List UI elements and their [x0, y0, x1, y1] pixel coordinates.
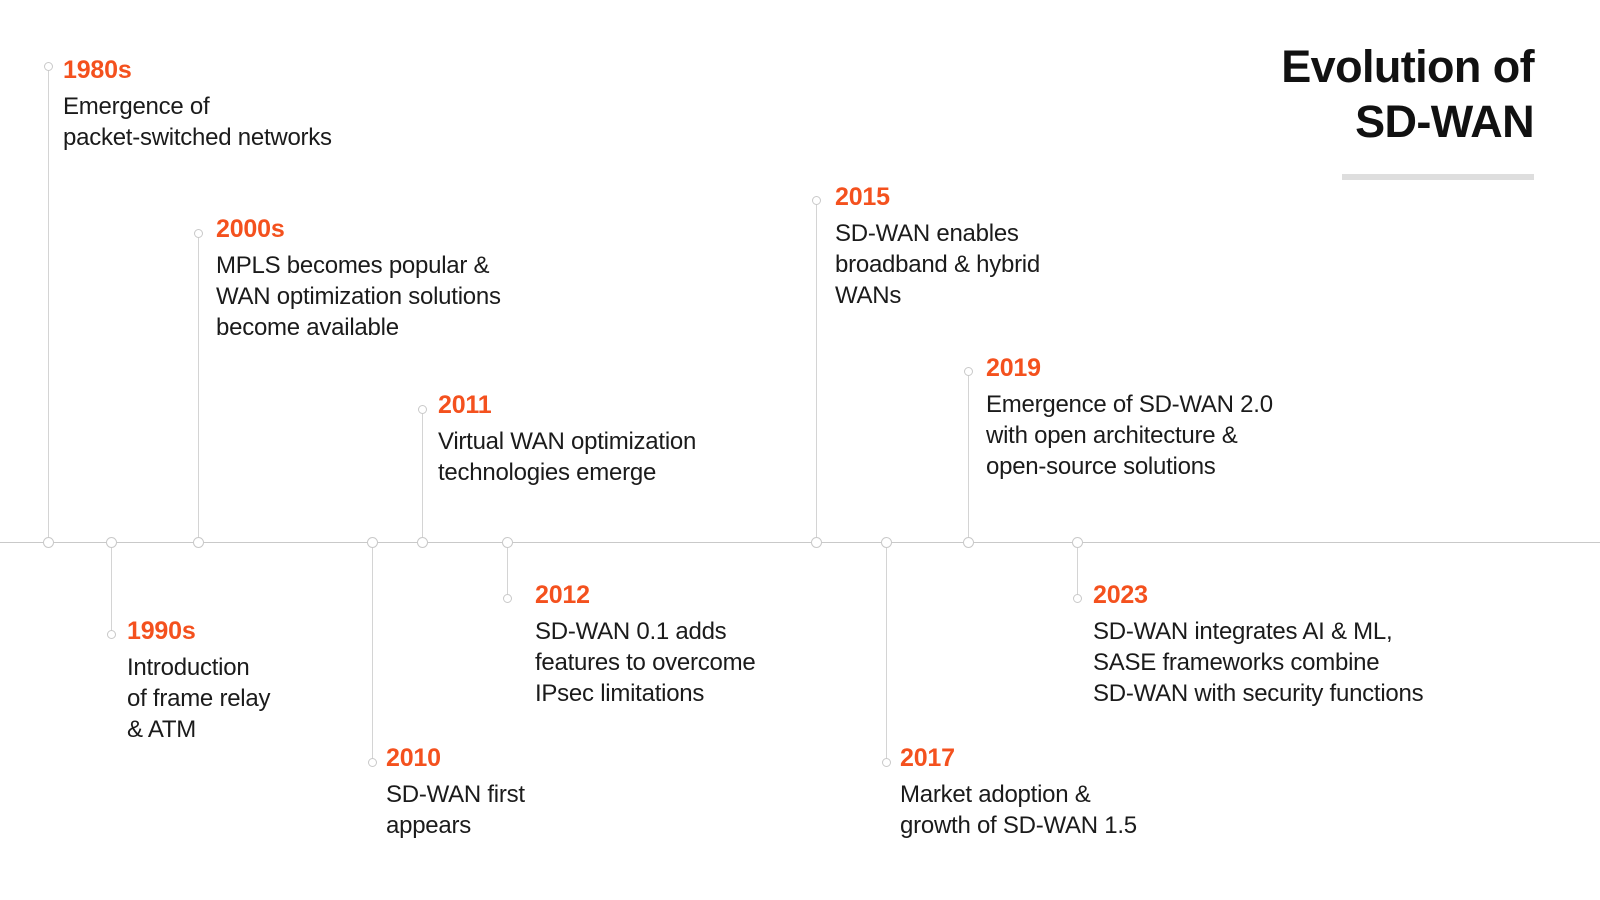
event-year-2017: 2017 [900, 744, 955, 772]
title-block: Evolution of SD-WAN [1054, 40, 1535, 180]
marker-dot-2017[interactable] [882, 758, 891, 767]
event-year-2015: 2015 [835, 183, 890, 211]
event-description-2019: Emergence of SD-WAN 2.0 with open archit… [986, 391, 1273, 481]
axis-node-1980s[interactable] [43, 537, 54, 548]
page-title-line-1: Evolution of [1281, 41, 1534, 92]
axis-node-2000s[interactable] [193, 537, 204, 548]
page-title-line-2: SD-WAN [1355, 95, 1534, 147]
marker-dot-2000s[interactable] [194, 229, 203, 238]
event-year-2010: 2010 [386, 744, 441, 772]
marker-dot-2010[interactable] [368, 758, 377, 767]
event-year-2019: 2019 [986, 354, 1041, 382]
event-year-2012: 2012 [535, 581, 590, 609]
event-description-2011: Virtual WAN optimization technologies em… [438, 428, 697, 487]
connector-line-2023 [1077, 542, 1078, 598]
event-description-2010: SD-WAN first appears [386, 781, 525, 840]
event-year-2011: 2011 [438, 391, 492, 419]
axis-node-2012[interactable] [502, 537, 513, 548]
marker-dot-2019[interactable] [964, 367, 973, 376]
event-year-1980s: 1980s [63, 56, 132, 84]
axis-node-2011[interactable] [417, 537, 428, 548]
event-description-2012: SD-WAN 0.1 adds features to overcome IPs… [535, 618, 756, 708]
marker-dot-2011[interactable] [418, 405, 427, 414]
event-year-2023: 2023 [1093, 581, 1148, 609]
event-year-2000s: 2000s [216, 215, 285, 243]
axis-node-2015[interactable] [811, 537, 822, 548]
axis-node-1990s[interactable] [106, 537, 117, 548]
axis-node-2010[interactable] [367, 537, 378, 548]
event-year-1990s: 1990s [127, 617, 196, 645]
connector-line-2015 [816, 200, 817, 542]
connector-line-1990s [111, 542, 112, 634]
connector-line-2011 [422, 409, 423, 542]
connector-line-1980s [48, 66, 49, 542]
connector-line-2017 [886, 542, 887, 762]
event-description-2023: SD-WAN integrates AI & ML, SASE framewor… [1093, 618, 1424, 708]
connector-line-2019 [968, 371, 969, 542]
marker-dot-2012[interactable] [503, 594, 512, 603]
axis-node-2017[interactable] [881, 537, 892, 548]
connector-line-2012 [507, 542, 508, 598]
marker-dot-2015[interactable] [812, 196, 821, 205]
connector-line-2000s [198, 233, 199, 542]
marker-dot-1980s[interactable] [44, 62, 53, 71]
event-description-1990s: Introduction of frame relay & ATM [127, 654, 271, 744]
event-description-2015: SD-WAN enables broadband & hybrid WANs [835, 220, 1040, 310]
marker-dot-2023[interactable] [1073, 594, 1082, 603]
connector-line-2010 [372, 542, 373, 762]
axis-node-2019[interactable] [963, 537, 974, 548]
title-underline-rule [1342, 173, 1534, 180]
axis-node-2023[interactable] [1072, 537, 1083, 548]
event-description-2017: Market adoption & growth of SD-WAN 1.5 [900, 781, 1137, 840]
timeline-axis [0, 542, 1600, 543]
event-description-1980s: Emergence of packet-switched networks [63, 93, 332, 152]
marker-dot-1990s[interactable] [107, 630, 116, 639]
event-description-2000s: MPLS becomes popular & WAN optimization … [216, 252, 501, 342]
